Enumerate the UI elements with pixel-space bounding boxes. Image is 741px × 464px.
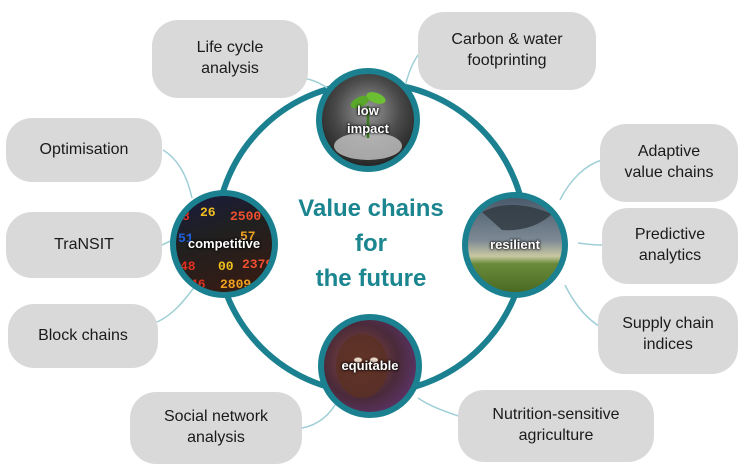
connector-optimisation: [162, 149, 193, 199]
hub-label-equitable: equitable: [341, 358, 399, 374]
seedling-hands-image: [334, 92, 402, 160]
connector-predictive: [577, 242, 603, 246]
portrait-image: [336, 334, 388, 398]
topic-block-chains: Block chains: [8, 304, 158, 368]
svg-text:57: 57: [240, 229, 256, 244]
svg-text:46: 46: [190, 277, 206, 292]
topic-social-network-analysis: Social network analysis: [130, 392, 302, 464]
svg-text:48: 48: [180, 259, 196, 274]
hub-resilient: resilient: [462, 192, 568, 298]
svg-text:2500: 2500: [230, 209, 261, 224]
storm-field-image: [482, 204, 552, 231]
topic-transit: TraNSIT: [6, 212, 162, 278]
topic-carbon-water-footprinting: Carbon & water footprinting: [418, 12, 596, 90]
svg-text:26: 26: [200, 205, 216, 220]
svg-text:8: 8: [182, 209, 190, 224]
svg-text:2379: 2379: [242, 257, 273, 272]
diagram-title: Value chains for the future: [298, 195, 444, 292]
connector-adaptive: [559, 159, 603, 201]
svg-text:51: 51: [178, 231, 194, 246]
hub-label-low-impact: low impact: [347, 103, 389, 136]
topic-adaptive-value-chains: Adaptive value chains: [600, 124, 738, 202]
topic-optimisation: Optimisation: [6, 118, 162, 182]
svg-text:00: 00: [218, 259, 234, 274]
hub-low-impact: low impact: [316, 68, 420, 172]
hub-competitive: 8 26 2500 51 57 48 00 2379 46 2809 competitive: [170, 190, 278, 298]
stock-board-image: 8 26 2500 51 57 48 00 2379 46 2809: [178, 205, 273, 292]
topic-nutrition-sensitive-agriculture: Nutrition-sensitive agriculture: [458, 390, 654, 462]
hub-label-competitive: competitive: [187, 236, 261, 252]
hub-equitable: equitable: [318, 314, 422, 418]
topic-predictive-analytics: Predictive analytics: [602, 208, 738, 284]
hub-label-resilient: resilient: [490, 237, 540, 253]
svg-text:2809: 2809: [220, 277, 251, 292]
topic-supply-chain-indices: Supply chain indices: [598, 296, 738, 374]
topic-life-cycle-analysis: Life cycle analysis: [152, 20, 308, 98]
